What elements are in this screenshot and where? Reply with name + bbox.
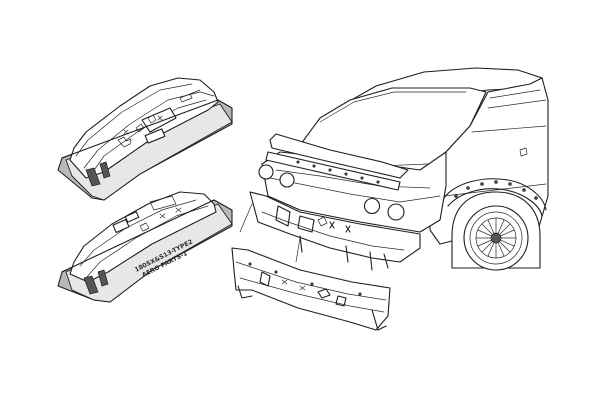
upper-parts-tray — [57, 77, 233, 201]
rear-spoiler — [269, 133, 409, 179]
taillight-left-outer — [258, 164, 274, 180]
taillight-right-outer — [387, 203, 405, 221]
lower-tray-side — [65, 203, 233, 303]
lower-parts-tray: 180SX&S13-TYPE2 AERO PARTS-1 — [57, 191, 233, 303]
spoiler-rivets — [296, 160, 380, 184]
lower-tray-body — [69, 191, 217, 283]
taillight-left-inner — [279, 172, 295, 188]
fender-rivets — [454, 180, 538, 200]
rear-panel-body — [231, 247, 391, 331]
rear-under-panel — [231, 247, 391, 331]
panel-rivets — [248, 262, 362, 296]
rear-diffuser — [249, 191, 421, 263]
car-rear-view — [239, 67, 549, 271]
taillight-right-inner — [363, 197, 381, 215]
